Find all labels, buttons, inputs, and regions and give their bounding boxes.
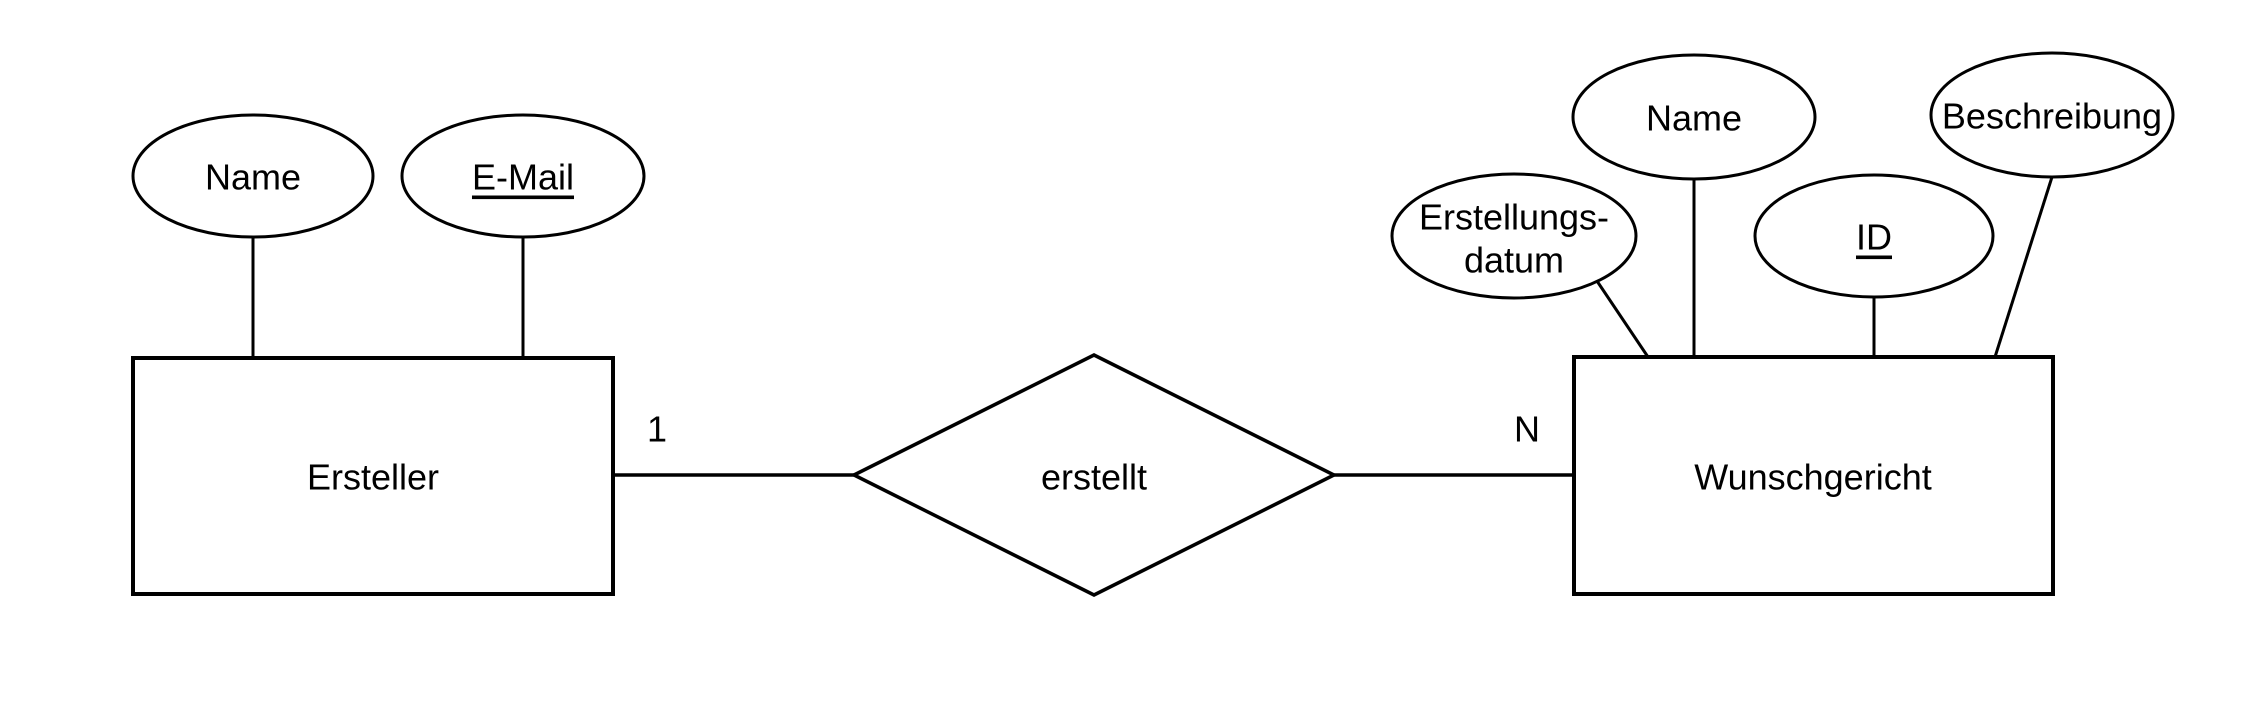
attribute-wunschgericht-id-ellipse	[1753, 173, 1995, 299]
attribute-wunschgericht-erstellungsdatum-label-line1: Erstellungs-	[1419, 197, 1609, 238]
connector-wunschgericht-beschreibung	[1993, 176, 2054, 358]
attribute-wunschgericht-erstellungsdatum-ellipse	[1390, 172, 1638, 300]
attribute-wunschgericht-erstellungsdatum-label-line2: datum	[1464, 240, 1564, 281]
relationship-erstellt-label: erstellt	[1041, 457, 1147, 498]
attribute-wunschgericht-beschreibung-ellipse	[1929, 51, 2175, 179]
cardinality-right-label: N	[1514, 409, 1540, 450]
relationship-erstellt-diamond	[850, 353, 1338, 597]
entity-ersteller	[131, 356, 615, 596]
attribute-ersteller-email-ellipse	[400, 113, 646, 239]
connector-wunschgericht-erstellungsdatum	[1595, 280, 1650, 358]
entity-wunschgericht	[1572, 355, 2055, 596]
entity-wunschgericht-label: Wunschgericht	[1694, 457, 1931, 498]
attribute-wunschgericht-name-ellipse	[1571, 53, 1817, 181]
entity-ersteller-label: Ersteller	[307, 457, 439, 498]
attribute-wunschgericht-id-label: ID	[1856, 217, 1892, 258]
attribute-ersteller-name-label: Name	[205, 157, 301, 198]
cardinality-left-label: 1	[647, 409, 667, 450]
attribute-wunschgericht-name-label: Name	[1646, 98, 1742, 139]
attribute-wunschgericht-beschreibung-label: Beschreibung	[1942, 96, 2162, 137]
attribute-ersteller-name-ellipse	[131, 113, 375, 239]
attribute-ersteller-email-label: E-Mail	[472, 157, 574, 198]
